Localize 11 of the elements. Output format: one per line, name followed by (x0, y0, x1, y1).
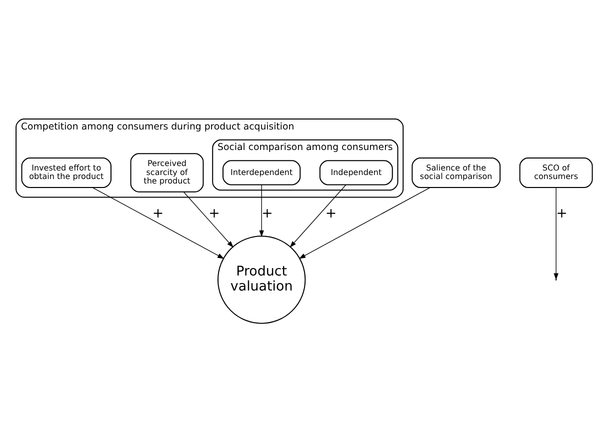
arrow (259, 184, 264, 237)
edge-label: + (262, 206, 273, 221)
edge-label: + (152, 206, 164, 221)
edge-label: + (556, 206, 568, 221)
edge-label: + (325, 206, 337, 221)
arrow (183, 191, 234, 248)
arrow (298, 186, 430, 258)
arrow (554, 186, 558, 280)
arrow (290, 184, 346, 248)
arrow (92, 186, 224, 258)
edge-label: + (208, 206, 220, 221)
